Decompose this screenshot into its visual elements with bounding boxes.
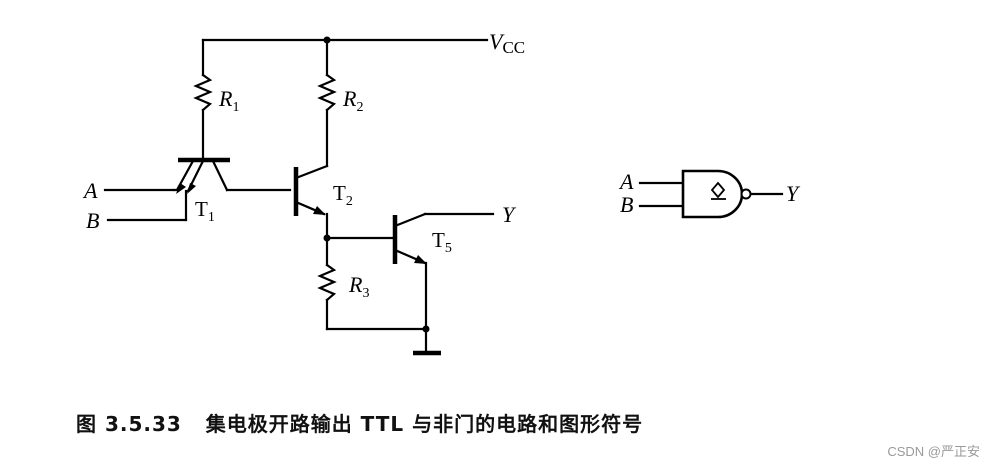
t2-label: T2 (333, 181, 353, 209)
junction-dot (422, 325, 430, 333)
figure-caption: 图 3.5.33 集电极开路输出 TTL 与非门的电路和图形符号 (76, 412, 644, 436)
r3-label: R3 (348, 272, 369, 301)
t1-label: T1 (195, 197, 215, 225)
open-collector-marker-icon (710, 181, 726, 200)
symbol-input-b-label: B (620, 192, 633, 217)
input-a-label: A (82, 178, 98, 203)
transistor-t1 (172, 157, 292, 222)
input-b-label: B (86, 208, 99, 233)
resistor-r3 (317, 236, 428, 331)
symbol-input-a-label: A (618, 169, 634, 194)
nand-gate-symbol (638, 169, 784, 219)
transistor-t5 (325, 212, 495, 354)
resistor-r1 (193, 38, 213, 162)
r2-label: R2 (342, 86, 363, 115)
transistor-t2 (293, 164, 331, 242)
t5-label: T5 (432, 228, 452, 256)
inversion-bubble (740, 188, 752, 200)
symbol-output-y-label: Y (786, 181, 801, 206)
resistor-r2 (317, 38, 337, 168)
output-y-label: Y (502, 202, 517, 227)
watermark: CSDN @严正安 (887, 444, 980, 459)
vcc-label: VCC (489, 29, 525, 57)
vcc-rail (201, 36, 489, 44)
r1-label: R1 (218, 86, 239, 115)
